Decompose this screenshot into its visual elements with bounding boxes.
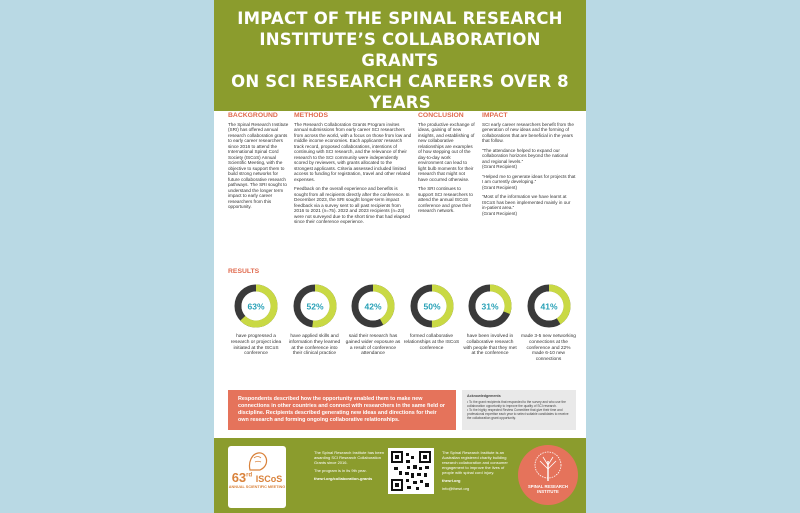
donut-center	[534, 291, 563, 321]
poster: IMPACT OF THE SPINAL RESEARCH INSTITUTE’…	[214, 0, 586, 513]
qr-code-graphic	[391, 451, 431, 491]
acknowledgements-heading: Acknowledgements	[467, 394, 501, 398]
donut-fill	[468, 284, 512, 328]
donut-caption: have applied skills and information they…	[288, 334, 341, 357]
footer-text-2: The program is in its 9th year.	[314, 468, 367, 473]
footer-sri-info: The Spinal Research Institute is an Aust…	[442, 450, 512, 494]
result-item: 52% have applied skills and information t…	[287, 281, 343, 357]
donut-center	[241, 291, 271, 321]
sri-email-link[interactable]: info@thesri.org	[442, 486, 470, 491]
acknowledgement-item-2: • To the highly respected Review Committ…	[467, 408, 569, 420]
results-donuts: 63% have progressed a research or project…	[228, 281, 578, 389]
donut-center	[417, 291, 446, 321]
impact-quote-3: “Most of the information we have learnt …	[482, 194, 576, 216]
conclusion-section: CONCLUSION The productive exchange of id…	[418, 112, 476, 218]
collaboration-grants-link[interactable]: thesri.org/collaboration-grants	[314, 476, 373, 481]
impact-quote-2: “Helped me to generate ideas for project…	[482, 174, 576, 191]
acknowledgement-item-2-text: To the highly respected Review Committee…	[467, 408, 569, 420]
acknowledgement-item-1-text: To the grant recipients that responded t…	[467, 400, 566, 408]
result-item: 42% said their research has gained wider …	[345, 281, 401, 357]
footer-text-3: The Spinal Research Institute is an Aust…	[442, 450, 508, 475]
iscos-edition: 63rd ISCoS	[228, 470, 286, 485]
impact-intro: SCI early career researchers benefit fro…	[482, 121, 574, 144]
result-item: 63% have progressed a research or project…	[228, 281, 284, 357]
sri-website-link[interactable]: thesri.org	[442, 478, 461, 483]
quote-1-attribution: (Grant Recipient)	[482, 164, 517, 169]
donut-percentage: 31%	[481, 302, 498, 312]
donut-fill	[234, 284, 278, 328]
donut-center	[300, 291, 329, 321]
iscos-logo: 63rd ISCoS ANNUAL SCIENTIFIC MEETING	[228, 446, 286, 508]
results-heading: RESULTS	[228, 268, 260, 275]
title-line-1: IMPACT OF THE SPINAL RESEARCH	[237, 9, 563, 28]
title-line-3: ON SCI RESEARCH CAREERS OVER 8 YEARS	[231, 72, 569, 112]
affiliations: ¹Spinal Research Institute, Australia, ²…	[251, 132, 549, 141]
donut-chart: 41%	[527, 284, 570, 328]
impact-section: IMPACT SCI early career researchers bene…	[482, 112, 576, 220]
background-section: BACKGROUND The Spinal Research Institute…	[228, 112, 290, 214]
donut-caption: have been involved in collaborative rese…	[463, 334, 517, 357]
acknowledgement-item-1: • To the grant recipients that responded…	[467, 400, 566, 408]
impact-quote-1: “The attendance helped to expand our col…	[482, 148, 576, 170]
conclusion-heading: CONCLUSION	[418, 112, 464, 119]
quote-1-text: “The attendance helped to expand our col…	[482, 147, 569, 164]
footer-text-1: The Spinal Research Institute has been a…	[314, 450, 385, 465]
donut-percentage: 41%	[540, 302, 557, 312]
methods-para-2: Feedback on the overall experience and b…	[294, 186, 410, 224]
quote-2-text: “Helped me to generate ideas for project…	[482, 173, 576, 185]
result-item: 31% have been involved in collaborative r…	[462, 281, 518, 357]
qr-code-icon[interactable]	[388, 448, 434, 494]
donut-fill	[410, 284, 453, 328]
donut-percentage: 42%	[364, 302, 381, 312]
poster-header: IMPACT OF THE SPINAL RESEARCH INSTITUTE’…	[214, 0, 586, 141]
sri-logo-text: SPINAL RESEARCH INSTITUTE	[528, 484, 568, 494]
donut-center	[475, 291, 505, 321]
background-text: The Spinal Research Institute (SRI) has …	[228, 121, 289, 210]
donut-chart: 31%	[468, 284, 512, 328]
footer-program-info: The Spinal Research Institute has been a…	[314, 450, 388, 484]
methods-section: METHODS The Research Collaboration Grant…	[294, 112, 412, 229]
donut-percentage: 63%	[247, 302, 264, 312]
donut-percentage: 50%	[423, 302, 440, 312]
iscos-number: 63	[231, 470, 247, 485]
donut-caption: said their research has gained wider exp…	[345, 334, 401, 357]
donut-caption: formed collaborative relationships at th…	[403, 334, 460, 351]
result-item: 50% formed collaborative relationships at…	[404, 281, 460, 351]
donut-chart: 50%	[410, 284, 453, 328]
donut-fill	[293, 284, 336, 328]
acknowledgements-box: Acknowledgements • To the grant recipien…	[462, 390, 576, 430]
donut-chart: 52%	[293, 284, 336, 328]
conclusion-para-2: The SRI continues to support SCI researc…	[418, 186, 473, 213]
donut-center	[358, 291, 388, 321]
donut-chart: 63%	[234, 284, 278, 328]
iscos-name: ISCoS	[255, 474, 283, 484]
quote-3-attribution: (Grant Recipient)	[482, 210, 517, 216]
sri-logo: SPINAL RESEARCH INSTITUTE	[518, 445, 578, 505]
impact-heading: IMPACT	[482, 112, 508, 119]
quote-3-text: “Most of the information we have learnt …	[482, 194, 571, 210]
background-heading: BACKGROUND	[228, 112, 278, 119]
title-line-2: INSTITUTE’S COLLABORATION GRANTS	[259, 30, 541, 70]
donut-percentage: 52%	[306, 302, 323, 312]
poster-footer: 63rd ISCoS ANNUAL SCIENTIFIC MEETING The…	[214, 438, 586, 513]
donut-fill	[351, 284, 395, 328]
methods-heading: METHODS	[294, 112, 328, 119]
lion-icon	[248, 452, 268, 471]
quote-2-attribution: (Grant Recipient)	[482, 184, 517, 190]
result-item: 41% made 3-5 new networking connections a…	[521, 281, 577, 363]
poster-title: IMPACT OF THE SPINAL RESEARCH INSTITUTE’…	[224, 8, 576, 113]
conclusion-para-1: The productive exchange of ideas, gainin…	[418, 121, 475, 182]
iscos-ordinal: rd	[246, 472, 253, 479]
donut-caption: have progressed a research or project id…	[230, 334, 282, 357]
key-finding-callout: Respondents described how the opportunit…	[228, 390, 456, 430]
tree-icon	[534, 451, 562, 481]
authors: PELEG E¹, HENDRY K¹, CREASEY G², & BROWN…	[282, 118, 518, 129]
donut-caption: made 3-5 new networking connections at t…	[521, 334, 576, 363]
text-columns: BACKGROUND The Spinal Research Institute…	[214, 112, 586, 265]
iscos-subtitle: ANNUAL SCIENTIFIC MEETING	[228, 485, 286, 489]
donut-fill	[527, 284, 570, 328]
donut-chart: 42%	[351, 284, 395, 328]
methods-para-1: The Research Collaboration Grants Progra…	[294, 121, 412, 182]
